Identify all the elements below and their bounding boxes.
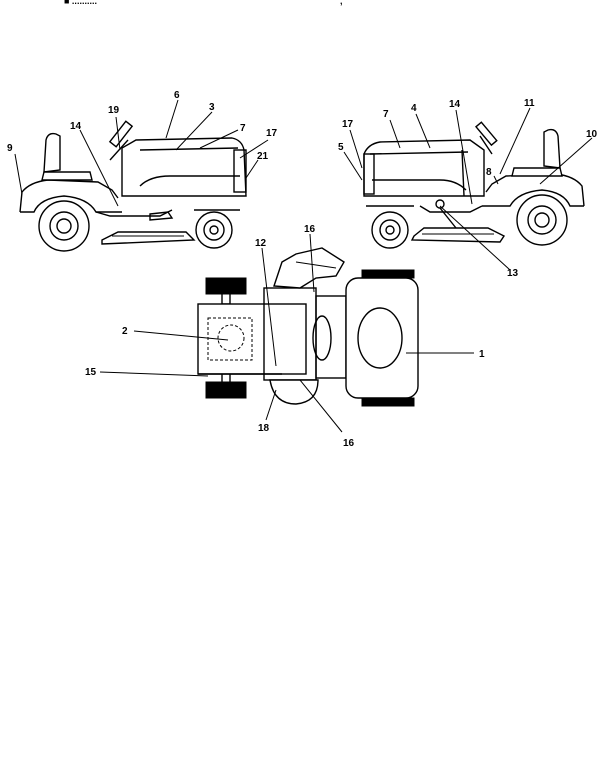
steering-wheel-right-view [475,121,498,147]
front-tire-top [361,269,415,279]
callout-4: 4 [411,103,417,114]
callout-19: 19 [108,105,120,116]
mower-deck-top-view [345,277,419,399]
callout-11: 11 [524,98,535,109]
callout-13: 13 [507,268,519,279]
seat-cushion [41,171,93,181]
callout-1: 1 [479,349,485,360]
tractor-right-view [363,121,585,249]
front-tire-bottom [361,397,415,407]
front-wheel-left-view [195,211,233,249]
header-clipped-mark: , [340,0,343,6]
callout-18: 18 [258,423,270,434]
tractor-top-view [197,247,419,407]
hood-left-view [121,137,247,197]
rear-wheel-left-view [38,200,90,252]
mower-deck-left-view [101,231,196,245]
rear-tire-top [205,277,247,295]
leaders-left-view [14,99,269,207]
deck-blade-housing [357,307,403,369]
leaders-right-view [343,107,593,271]
steering-wheel [108,120,134,148]
rear-tire-bottom [205,381,247,399]
callout-14-right: 14 [449,99,461,110]
callout-2: 2 [122,326,128,337]
seat-outline [207,317,253,361]
callout-7-right: 7 [383,109,389,120]
callout-8: 8 [486,167,492,178]
callout-17: 17 [266,128,278,139]
callout-6: 6 [174,90,180,101]
discharge-chute [269,379,319,405]
front-wheel-right-view [371,211,409,249]
callout-17-right: 17 [342,119,354,130]
callout-9: 9 [7,143,13,154]
lever-knob [435,199,445,209]
callout-16-top: 16 [304,224,316,235]
callout-5: 5 [338,142,344,153]
callout-7: 7 [240,123,246,134]
seat-back-right-view [543,128,561,169]
callout-15: 15 [85,367,97,378]
leaders-top-view [99,233,474,433]
callout-14: 14 [70,121,82,132]
callout-21: 21 [257,151,269,162]
callout-10: 10 [586,129,598,140]
callout-labels: 9 14 19 6 3 7 17 21 17 5 7 4 14 11 10 8 … [7,90,598,449]
header-clipped-text: ■ .......... [64,0,97,6]
tractor-left-view [19,120,247,252]
callout-12: 12 [255,238,267,249]
rear-wheel-right-view [516,194,568,246]
seat-back [43,132,61,173]
rear-fender [19,179,119,213]
callout-3: 3 [209,102,215,113]
mower-deck-right-view [410,227,506,243]
raised-hood [273,247,345,289]
seat-dashed-circle [217,324,245,352]
callout-16-bottom: 16 [343,438,355,449]
